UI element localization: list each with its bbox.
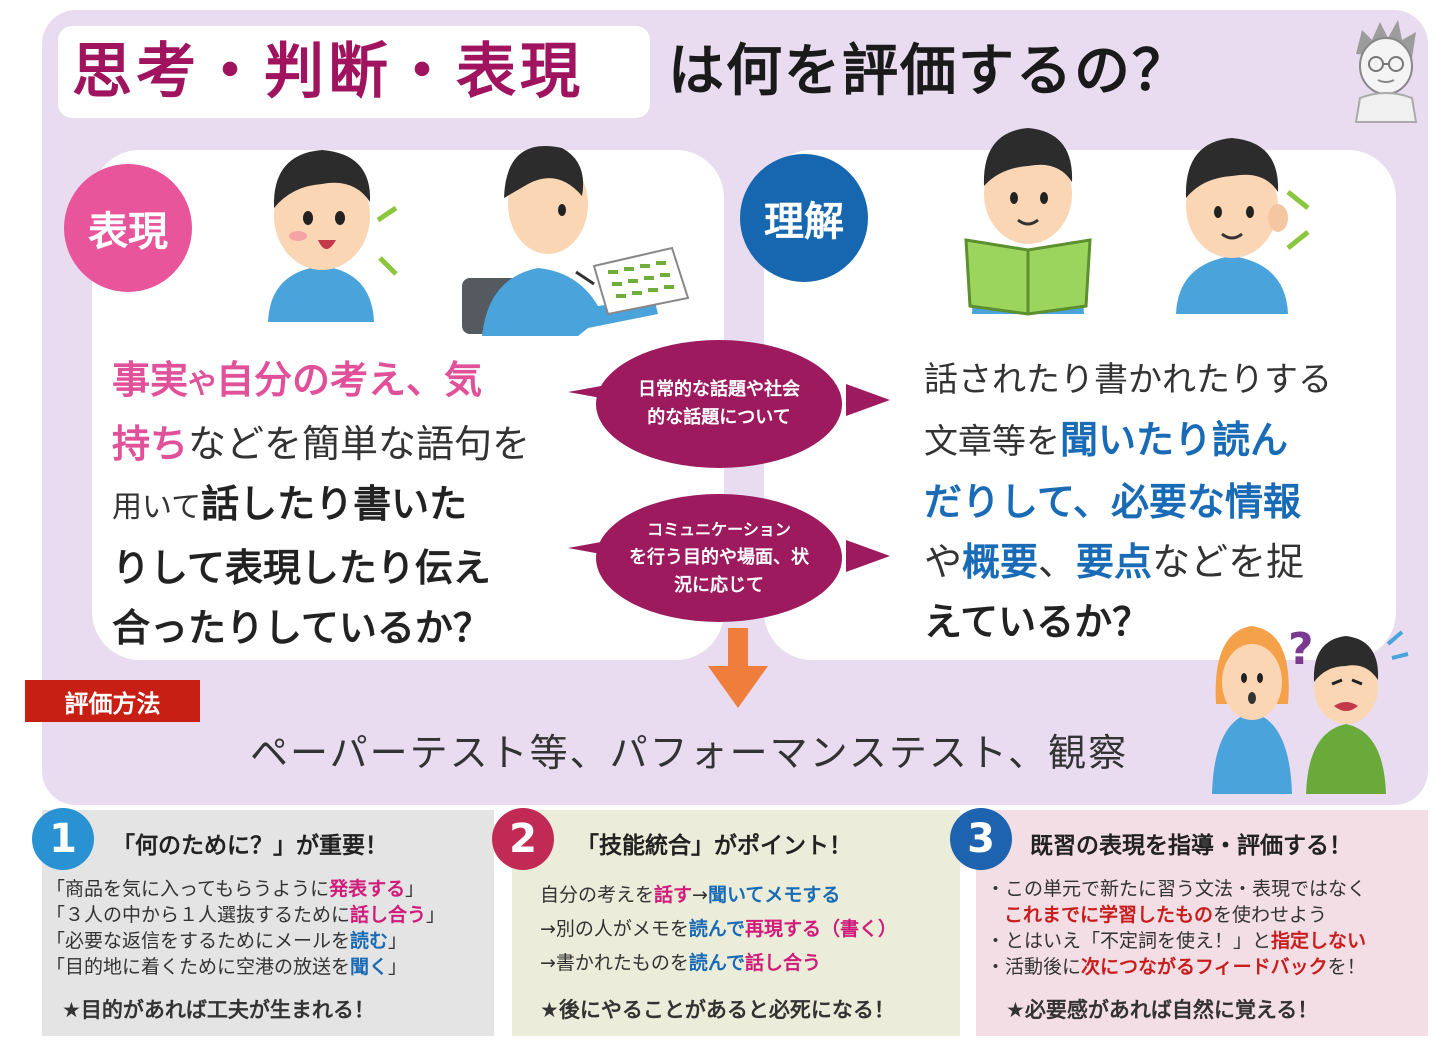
tip-title-3: 既習の表現を指導・評価する！ xyxy=(1030,833,1352,859)
page-title-rest: は何を評価するの？ xyxy=(668,39,1190,104)
writing-boy-icon xyxy=(462,146,690,336)
understanding-badge: 理解 xyxy=(740,154,868,282)
understanding-line-1: 話されたり書かれたりする xyxy=(924,360,1332,400)
expression-description: 事実や自分の考え、気 持ちなどを簡単な語句を 用いて話したり書いた りして表現し… xyxy=(112,350,572,658)
understanding-line-5: えているか？ xyxy=(924,600,1151,644)
tip3-line-4: ・活動後に次につながるフィードバックを！ xyxy=(986,956,1366,978)
tip-number-3: 3 xyxy=(950,808,1012,870)
tip1-line-3: 「必要な返信をするためにメールを読む」 xyxy=(46,930,408,952)
listening-boy-icon xyxy=(1176,138,1310,314)
down-arrow-icon xyxy=(708,628,768,708)
expression-line-1: 事実や自分の考え、気 xyxy=(112,358,483,402)
title-box xyxy=(58,26,650,118)
context-bubble-purpose: コミュニケーションを行う目的や場面、状況に応じて xyxy=(596,494,842,622)
expression-line-2: 持ちなどを簡単な語句を xyxy=(112,422,531,466)
tip3-line-2: これまでに学習したものを使わせよう xyxy=(1004,904,1328,926)
understanding-line-4: や概要、要点などを捉 xyxy=(924,540,1305,584)
evaluation-label: 評価方法 xyxy=(25,680,200,722)
tip-footer-2: ★後にやることがあると必死になる！ xyxy=(540,998,895,1022)
tip-title-2: 「技能統合」がポイント！ xyxy=(576,833,852,859)
tip-lines-3: ・この単元で新たに習う文法・表現ではなく これまでに学習したものを使わせよう ・… xyxy=(986,876,1366,980)
teacher-avatar-icon xyxy=(1354,20,1418,123)
svg-text:?: ? xyxy=(1288,624,1314,675)
evaluation-methods: ペーパーテスト等、パフォーマンステスト、観察 xyxy=(250,731,1129,775)
tip-lines-2: 自分の考えを話す→聞いてメモする →別の人がメモを読んで再現する（書く） →書か… xyxy=(540,878,897,980)
reading-boy-icon xyxy=(964,128,1092,316)
tip2-line-3: →書かれたものを読んで話し合う xyxy=(540,952,821,974)
speaking-boy-icon xyxy=(268,150,398,322)
tip1-line-1: 「商品を気に入ってもらうように発表する」 xyxy=(46,878,425,900)
expression-line-4: りして表現したり伝え xyxy=(112,546,491,590)
tip2-line-1: 自分の考えを話す→聞いてメモする xyxy=(540,884,841,906)
tip3-line-1: ・この単元で新たに習う文法・表現ではなく xyxy=(986,878,1367,900)
tip-number-2: 2 xyxy=(492,808,554,870)
tip-footer-3: ★必要感があれば自然に覚える！ xyxy=(1006,998,1319,1022)
tip-number-1: 1 xyxy=(32,808,94,870)
understanding-line-2: 文章等を聞いたり読ん xyxy=(924,418,1289,462)
tip-box-3 xyxy=(976,810,1428,1036)
tip-footer-1: ★目的があれば工夫が生まれる！ xyxy=(62,998,375,1022)
confused-students-icon: ? xyxy=(1212,624,1409,794)
tip1-line-4: 「目的地に着くために空港の放送を聞く」 xyxy=(46,956,408,978)
context-bubble-topics: 日常的な話題や社会的な話題について xyxy=(596,340,842,468)
tip-box-2 xyxy=(512,810,960,1036)
expression-badge: 表現 xyxy=(64,164,192,292)
understanding-line-3: だりして、必要な情報 xyxy=(924,480,1301,524)
understanding-description: 話されたり書かれたりする 文章等を聞いたり読ん だりして、必要な情報 や概要、要… xyxy=(924,350,1384,652)
expression-line-3: 用いて話したり書いた xyxy=(112,482,468,526)
expression-line-5: 合ったりしているか？ xyxy=(112,606,491,650)
tip-lines-1: 「商品を気に入ってもらうように発表する」 「３人の中から１人選抜するために話し合… xyxy=(46,876,445,980)
tip3-line-3: ・とはいえ「不定詞を使え！」と指定しない xyxy=(986,930,1367,952)
tip1-line-2: 「３人の中から１人選抜するために話し合う」 xyxy=(46,904,446,926)
tip-title-1: 「何のために？」が重要！ xyxy=(112,833,388,859)
tip2-line-2: →別の人がメモを読んで再現する（書く） xyxy=(540,918,897,940)
page-title-highlight: 思考・判断・表現 xyxy=(72,37,584,107)
tip-box-1 xyxy=(42,810,494,1036)
